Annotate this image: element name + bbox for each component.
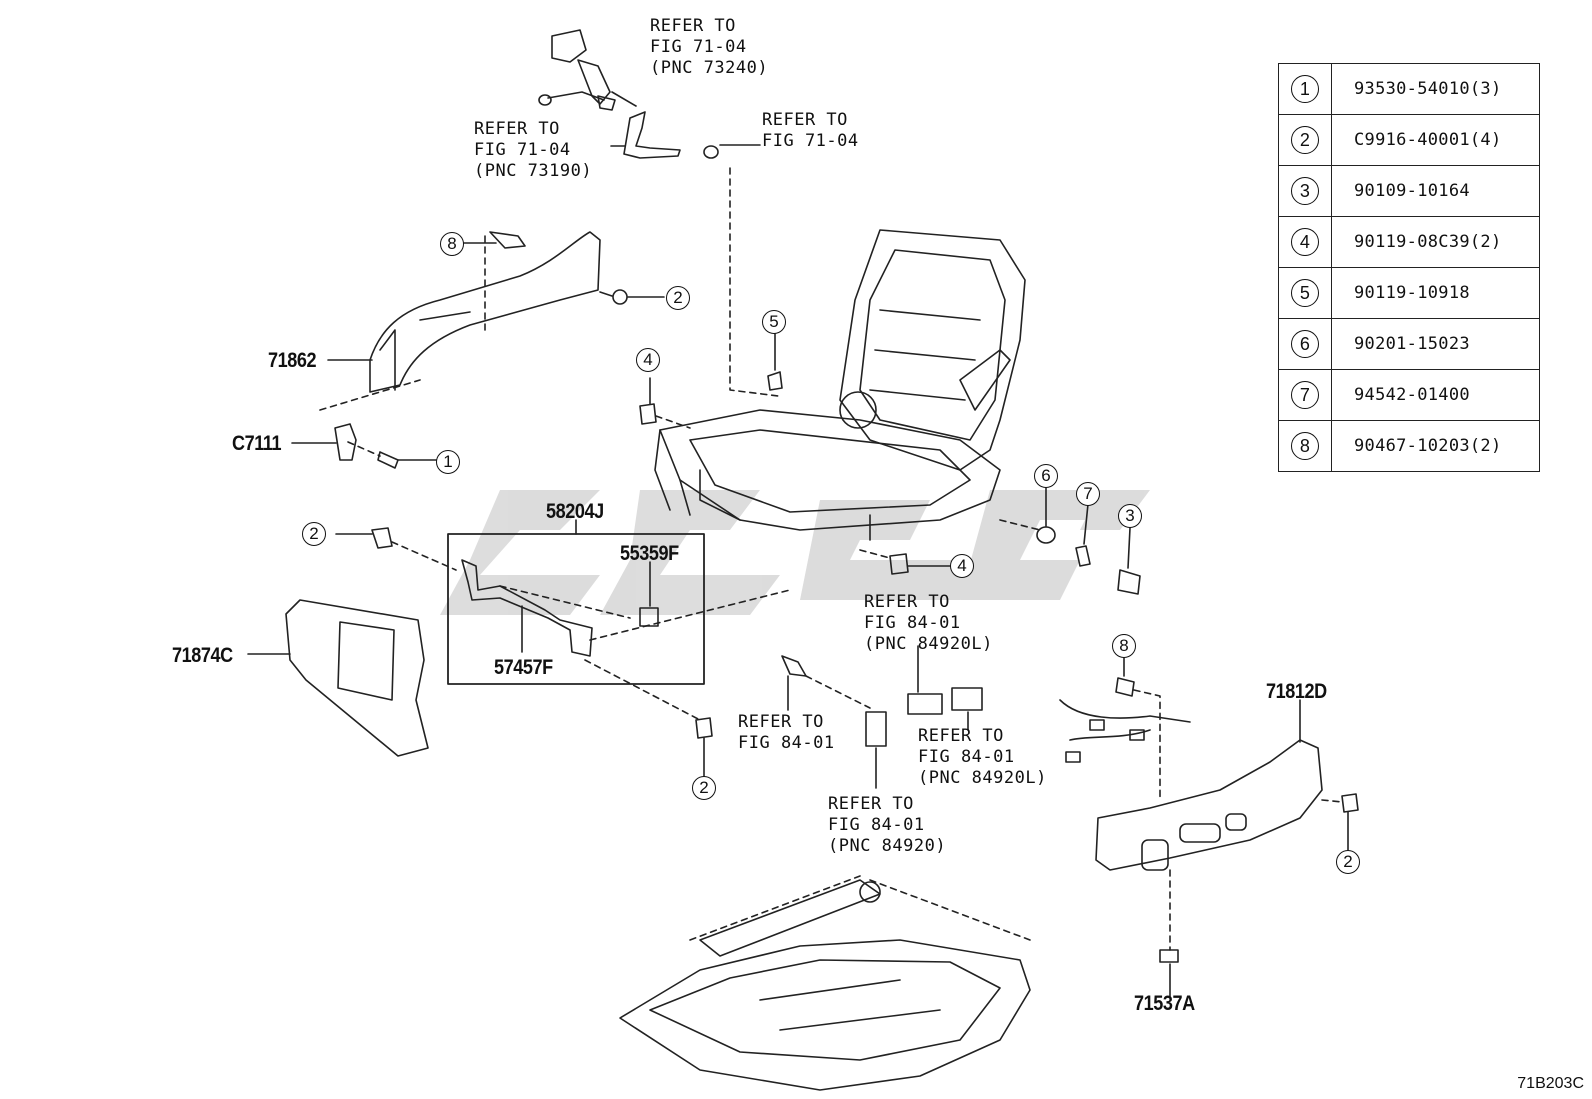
ref-fig-84-01-pnc-84920l-a: REFER TO FIG 84-01 (PNC 84920L) <box>864 592 993 654</box>
legend-key: 7 <box>1278 369 1332 421</box>
legend-part-number: 90109-10164 <box>1331 165 1540 217</box>
parts-legend-table: 1 93530-54010(3) 2 C9916-40001(4) 3 90109-101… <box>1278 63 1540 472</box>
screw-2a <box>599 289 628 305</box>
ref-fig-71-04-pnc-73240: REFER TO FIG 71-04 (PNC 73240) <box>650 16 769 78</box>
legend-key: 5 <box>1278 267 1332 319</box>
legend-row: 4 90119-08C39(2) <box>1278 216 1540 268</box>
legend-key: 2 <box>1278 114 1332 166</box>
legend-key: 3 <box>1278 165 1332 217</box>
part-71812d: 71812D <box>1266 680 1327 703</box>
legend-key: 8 <box>1278 420 1332 472</box>
seat-belt-buckle <box>538 29 616 111</box>
grommet <box>703 145 719 159</box>
legend-key: 1 <box>1278 63 1332 115</box>
bolt-4b <box>889 553 909 575</box>
shield-71862 <box>369 231 601 393</box>
ref-fig-71-04-pnc-73190: REFER TO FIG 71-04 (PNC 73190) <box>474 119 593 181</box>
legend-row: 8 90467-10203(2) <box>1278 420 1540 472</box>
part-71862: 71862 <box>268 349 317 372</box>
seat-back-frame <box>839 229 1026 471</box>
callout-7: 7 <box>1076 482 1100 506</box>
clip-8 <box>489 231 526 249</box>
nut-5 <box>767 371 783 391</box>
legend-key-circle: 5 <box>1291 279 1319 307</box>
callout-6: 6 <box>1034 464 1058 488</box>
screw-1 <box>377 451 399 469</box>
label-71537a <box>1159 949 1179 963</box>
part-58204j: 58204J <box>546 500 604 523</box>
legend-key: 6 <box>1278 318 1332 370</box>
screw-2d <box>1341 793 1359 813</box>
leader <box>611 91 637 107</box>
washer-6 <box>1036 526 1056 544</box>
legend-part-number: 90201-15023 <box>1331 318 1540 370</box>
diagram-code: 71B203C <box>1517 1075 1584 1092</box>
legend-row: 7 94542-01400 <box>1278 369 1540 421</box>
callout-2: 2 <box>692 776 716 800</box>
ref-fig-84-01-pnc-84920l-b: REFER TO FIG 84-01 (PNC 84920L) <box>918 726 1047 788</box>
seat-adjuster <box>619 879 1031 1091</box>
legend-row: 6 90201-15023 <box>1278 318 1540 370</box>
legend-part-number: 93530-54010(3) <box>1331 63 1540 115</box>
ref-fig-84-01: REFER TO FIG 84-01 <box>738 712 835 753</box>
legend-key-circle: 4 <box>1291 228 1319 256</box>
belt-bracket <box>623 111 681 159</box>
legend-key-circle: 8 <box>1291 432 1319 460</box>
legend-part-number: C9916-40001(4) <box>1331 114 1540 166</box>
switch-84920 <box>865 711 887 747</box>
legend-row: 1 93530-54010(3) <box>1278 63 1540 115</box>
legend-part-number: 90119-10918 <box>1331 267 1540 319</box>
shield-71812d <box>1095 739 1323 871</box>
clip-8b <box>1115 677 1135 697</box>
part-71537a: 71537A <box>1134 992 1195 1015</box>
clip-7 <box>1075 545 1091 567</box>
wire-harness <box>1059 699 1191 763</box>
legend-part-number: 90119-08C39(2) <box>1331 216 1540 268</box>
part-57457f: 57457F <box>494 656 553 679</box>
seat-cushion-frame <box>654 409 1001 541</box>
callout-8: 8 <box>440 232 464 256</box>
callout-1: 1 <box>436 450 460 474</box>
bolt-2c <box>695 717 713 739</box>
legend-part-number: 94542-01400 <box>1331 369 1540 421</box>
ref-fig-71-04: REFER TO FIG 71-04 <box>762 110 859 151</box>
callout-8: 8 <box>1112 634 1136 658</box>
bolt-3 <box>1117 569 1141 595</box>
screw-84-01 <box>781 655 807 677</box>
legend-key-circle: 3 <box>1291 177 1319 205</box>
legend-row: 2 C9916-40001(4) <box>1278 114 1540 166</box>
bracket-57457f <box>461 559 593 657</box>
legend-row: 3 90109-10164 <box>1278 165 1540 217</box>
bracket-c7111 <box>334 423 357 461</box>
callout-2: 2 <box>302 522 326 546</box>
panel-71874c <box>285 599 429 757</box>
switch-84920l-a <box>907 693 943 715</box>
legend-key-circle: 7 <box>1291 381 1319 409</box>
callout-2: 2 <box>666 286 690 310</box>
legend-part-number: 90467-10203(2) <box>1331 420 1540 472</box>
callout-2: 2 <box>1336 850 1360 874</box>
bolt-4a <box>639 403 657 425</box>
ref-fig-84-01-pnc-84920: REFER TO FIG 84-01 (PNC 84920) <box>828 794 947 856</box>
watermark-logo <box>440 490 1150 615</box>
callout-3: 3 <box>1118 504 1142 528</box>
legend-key-circle: 6 <box>1291 330 1319 358</box>
legend-key-circle: 2 <box>1291 126 1319 154</box>
callout-4: 4 <box>636 348 660 372</box>
legend-key-circle: 1 <box>1291 75 1319 103</box>
callout-4: 4 <box>950 554 974 578</box>
part-55359f: 55359F <box>620 542 679 565</box>
part-c7111: C7111 <box>232 432 282 455</box>
legend-row: 5 90119-10918 <box>1278 267 1540 319</box>
callout-5: 5 <box>762 310 786 334</box>
switch-84920l-b <box>951 687 983 711</box>
legend-key: 4 <box>1278 216 1332 268</box>
screw-2b <box>371 527 393 549</box>
part-71874c: 71874C <box>172 644 233 667</box>
